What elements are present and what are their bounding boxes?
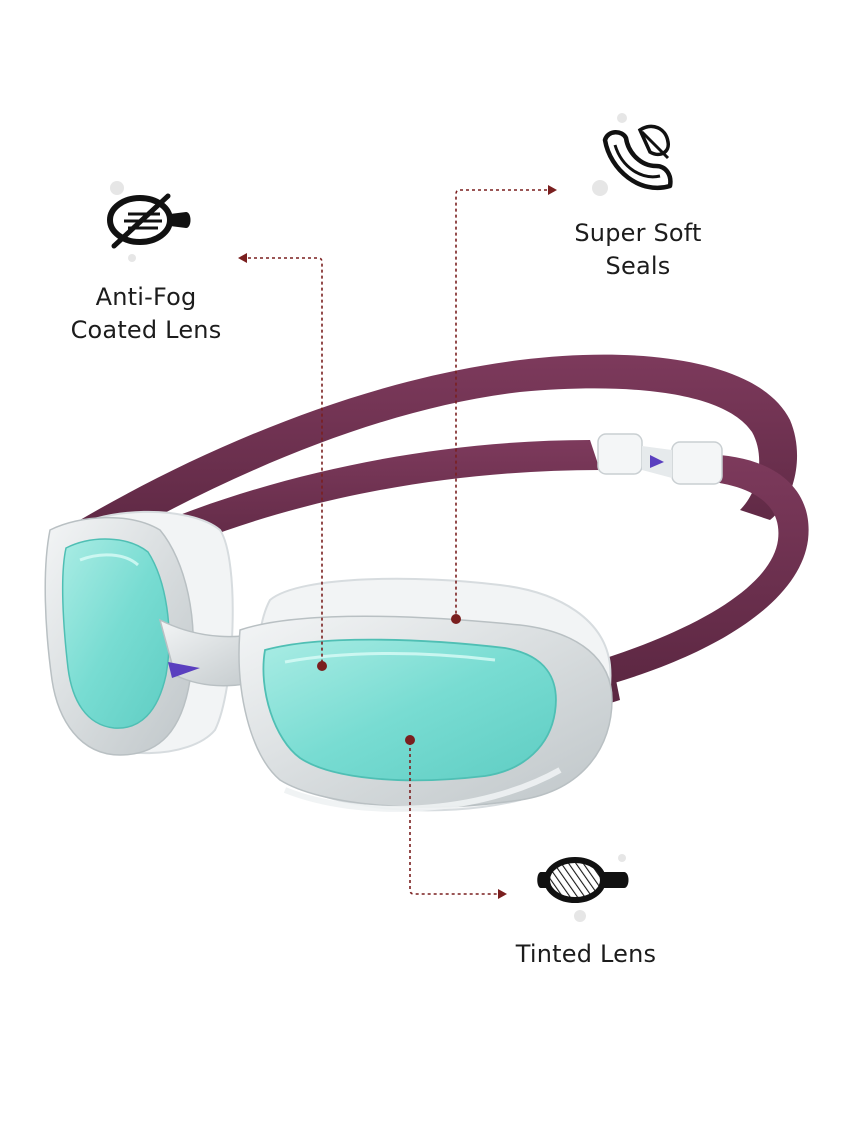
anti-fog-label-line1: Anti-Fog [95, 283, 197, 311]
callout-soft-seals-arrow [548, 185, 557, 195]
callout-soft-seals-dot [451, 614, 461, 624]
brand-logo [168, 662, 200, 678]
strap-lower [120, 440, 600, 565]
strap-right-loop [584, 454, 809, 690]
tinted-lens-icon [537, 854, 629, 922]
soft-seal-feather-icon [592, 113, 673, 196]
goggles [44, 354, 809, 812]
soft-seals-label: Super Soft Seals [548, 217, 728, 283]
soft-seals-label-line2: Seals [605, 252, 671, 280]
callout-anti-fog [248, 257, 323, 664]
tinted-label: Tinted Lens [496, 938, 676, 971]
right-lens [262, 638, 557, 782]
strap-buckle [597, 433, 723, 485]
callout-tinted-arrow [498, 889, 507, 899]
anti-fog-label-line2: Coated Lens [70, 316, 222, 344]
callout-tinted [409, 742, 498, 895]
left-lens [61, 538, 170, 729]
tinted-label-line1: Tinted Lens [515, 940, 657, 968]
anti-fog-label: Anti-Fog Coated Lens [46, 281, 246, 347]
anti-fog-lens-icon [107, 181, 191, 262]
strap-upper [80, 354, 798, 548]
callout-tinted-dot [405, 735, 415, 745]
callout-anti-fog-arrow [238, 253, 247, 263]
soft-seals-label-line1: Super Soft [574, 219, 702, 247]
callout-anti-fog-dot [317, 661, 327, 671]
callout-soft-seals [455, 189, 547, 616]
